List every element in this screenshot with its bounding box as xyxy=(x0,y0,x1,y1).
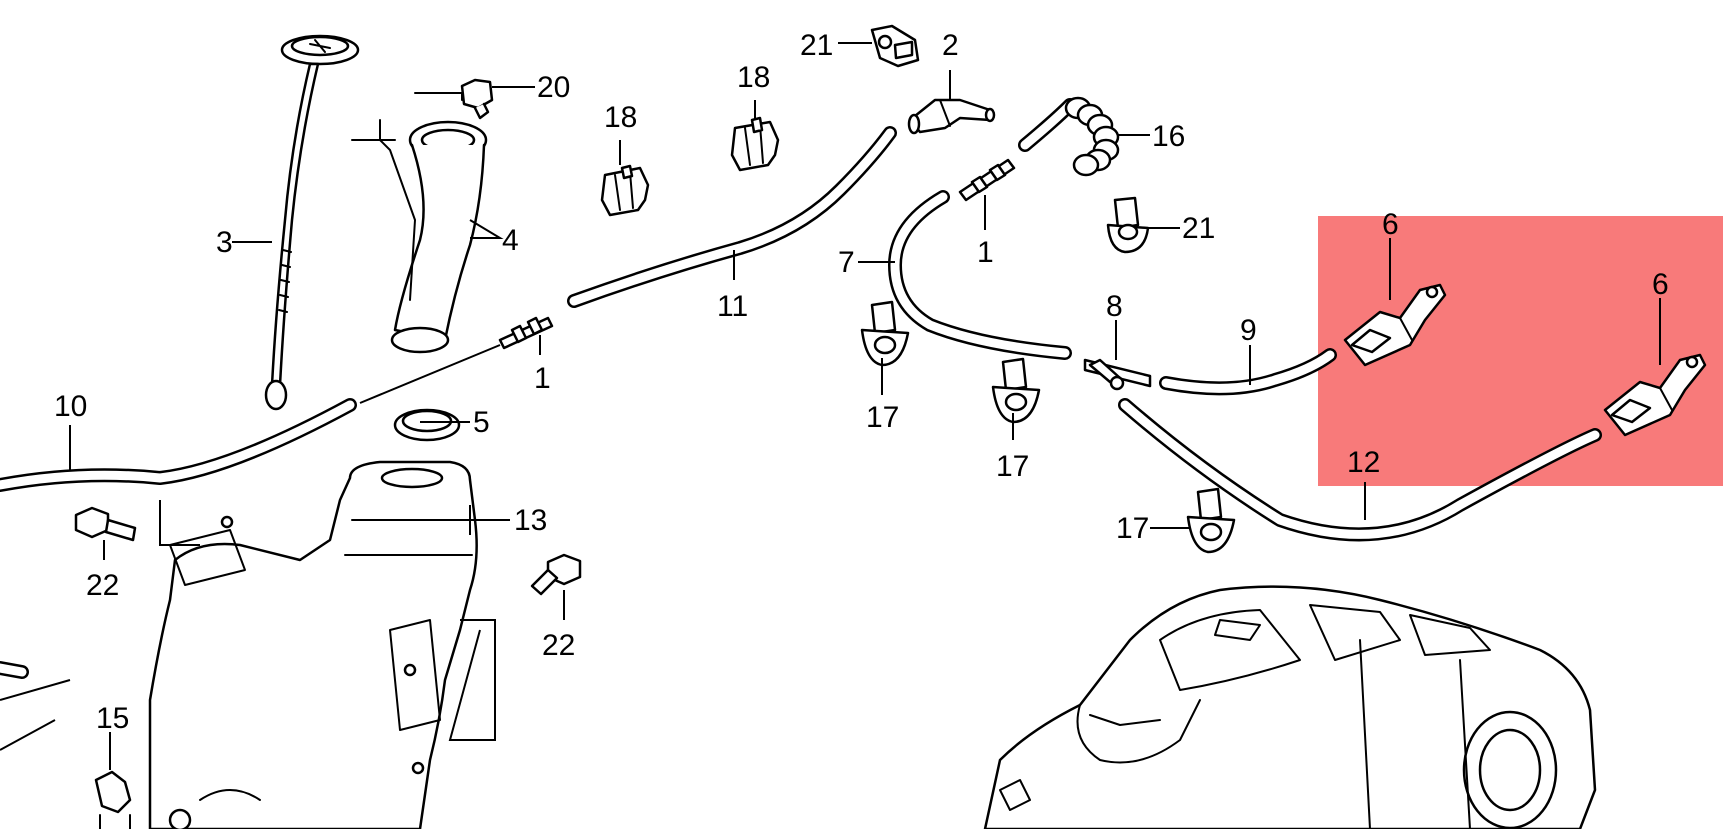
nozzle-6-left xyxy=(1343,283,1447,367)
vehicle-illustration xyxy=(983,585,1597,829)
callout-15: 15 xyxy=(96,702,129,735)
hose-stub xyxy=(0,661,29,679)
hose-7 xyxy=(888,190,1072,360)
callout-labels: 1 1 2 3 4 5 6 6 7 8 9 10 11 12 13 15 16 … xyxy=(54,29,1669,735)
hose-9 xyxy=(1159,348,1337,396)
callout-1-right: 1 xyxy=(977,236,994,269)
leader-lines xyxy=(0,42,1661,770)
callout-5: 5 xyxy=(473,406,490,439)
callout-2: 2 xyxy=(942,29,959,62)
callout-7: 7 xyxy=(838,246,855,279)
callout-6-left: 6 xyxy=(1382,208,1399,241)
callout-17-c: 17 xyxy=(1116,512,1149,545)
callout-9: 9 xyxy=(1240,314,1257,347)
clip-18-right xyxy=(730,116,780,172)
clip-20 xyxy=(414,78,494,120)
callout-11: 11 xyxy=(717,290,748,323)
callout-16: 16 xyxy=(1152,120,1185,153)
callout-10: 10 xyxy=(54,390,87,423)
callout-18-left: 18 xyxy=(604,101,637,134)
connector-1-right xyxy=(958,158,1016,202)
connector-1-left xyxy=(498,316,554,350)
washer-reservoir-13 xyxy=(148,460,478,829)
clip-21-right xyxy=(1106,196,1150,254)
corrugated-hose-16 xyxy=(1018,96,1120,177)
callout-6-right: 6 xyxy=(1652,268,1669,301)
clip-17-c xyxy=(1186,487,1236,554)
bolt-22-right xyxy=(530,553,582,596)
callout-4: 4 xyxy=(502,224,519,257)
clip-21-top xyxy=(870,24,920,68)
callout-18-right: 18 xyxy=(737,61,770,94)
clip-17-a xyxy=(860,300,910,367)
hose-10 xyxy=(0,398,357,492)
callout-17-a: 17 xyxy=(866,401,899,434)
washer-pump-15 xyxy=(94,770,132,829)
bolt-22-left xyxy=(74,506,137,542)
callout-3: 3 xyxy=(216,226,233,259)
hose-11 xyxy=(567,126,897,308)
clip-17-b xyxy=(991,357,1041,424)
elbow-connector-2 xyxy=(907,98,996,135)
hose-12 xyxy=(1118,398,1602,542)
callout-13: 13 xyxy=(514,504,547,537)
callout-8: 8 xyxy=(1106,290,1123,323)
callout-22-right: 22 xyxy=(542,629,575,662)
grommet-5 xyxy=(393,408,461,442)
t-joint-8 xyxy=(1083,358,1152,391)
callout-1-left: 1 xyxy=(534,362,551,395)
callout-17-b: 17 xyxy=(996,450,1029,483)
nozzle-6-right xyxy=(1603,353,1707,437)
callout-20: 20 xyxy=(537,71,570,104)
callout-12: 12 xyxy=(1347,446,1380,479)
callout-21-top: 21 xyxy=(800,29,833,62)
filler-neck-4 xyxy=(351,119,488,354)
callout-21-right: 21 xyxy=(1182,212,1215,245)
filler-cap-3 xyxy=(264,34,360,411)
clip-18-left xyxy=(600,164,650,217)
callout-22-left: 22 xyxy=(86,569,119,602)
